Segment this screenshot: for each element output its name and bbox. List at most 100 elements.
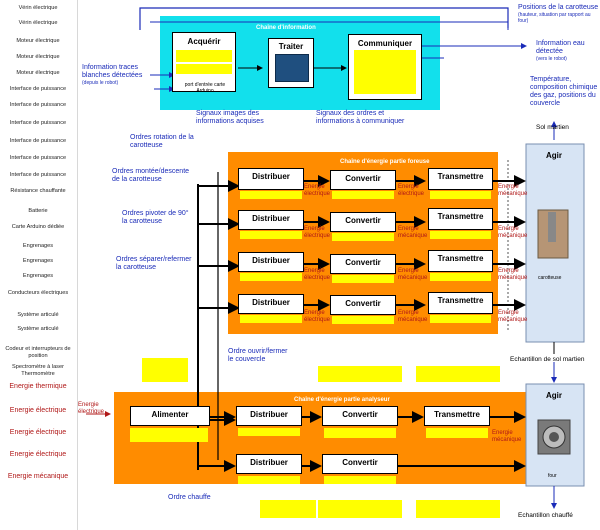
sol-martien-label: Sol martien [536,124,569,131]
distribuer-yellow-1 [240,191,302,199]
sidebar-item: Résistance chauffante [10,188,66,194]
sidebar-item: Interface de puissance [9,102,67,108]
convertir-an-2: Convertir [322,454,398,474]
transmettre-yellow-4 [430,315,491,323]
convertir-label: Convertir [345,299,381,308]
info-eau-label: Information eau détectée (vers le robot) [536,40,598,62]
yellow-note-bottom-2 [318,500,402,518]
acquerir-yellow [176,50,232,62]
info-eau-text: Information eau détectée [536,40,585,55]
sidebar-item: Vérin électrique [18,20,58,26]
energie-mecanique-3: Energie mécanique [498,226,528,239]
acquerir-label: Acquérir [187,37,221,46]
distribuer-box-4: Distribuer [238,294,304,314]
distribuer-box-1: Distribuer [238,168,304,190]
distribuer-box-2: Distribuer [238,210,304,230]
energie-mecanique-1: Energie mécanique [498,184,528,197]
distribuer-label: Distribuer [250,410,288,419]
echantillon-sol-label: Echantillon de sol martien [510,356,585,363]
distribuer-an-2: Distribuer [236,454,302,474]
sidebar-item: Interface de puissance [9,155,67,161]
sidebar-energy-item: Energie électrique [9,451,67,458]
sidebar-item: Interface de puissance [9,120,67,126]
yellow-note-mid [318,366,402,382]
input-info-sub: (depuis le robot) [82,80,119,86]
sidebar-item: Vérin électrique [18,5,58,11]
distribuer-label: Distribuer [252,214,290,223]
four-label: four [548,473,557,479]
transmettre-box-1: Transmettre [428,168,493,190]
signal-images-label: Signaux images des informations acquises [196,110,264,125]
yellow-note-left [142,358,188,382]
transmettre-box-3: Transmettre [428,250,493,272]
sidebar-item: Conducteurs électriques [7,290,69,296]
convertir-box-4: Convertir [330,295,396,315]
alimenter-box: Alimenter [130,406,210,426]
sidebar-energy-item: Energie mécanique [7,473,69,480]
distribuer-label: Distribuer [252,298,290,307]
energie-electrique-3: Energie électrique [304,226,331,239]
traiter-label: Traiter [278,42,304,51]
positions-text: Positions de la carotteuse [518,4,599,11]
convertir-box-3: Convertir [330,254,396,274]
temperature-label: Température, composition chimique des ga… [530,76,598,107]
distribuer-label: Distribuer [252,172,290,181]
sidebar-item: Moteur électrique [16,38,60,44]
sidebar-energy-item: Energie électrique [9,429,67,436]
agir-label-2: Agir [546,391,562,400]
convertir-box-2: Convertir [330,212,396,232]
ordre-couvercle-label: Ordre ouvrir/fermer le couvercle [228,348,288,363]
sidebar-energy-item: Energie électrique [9,407,67,414]
yellow-note-bottom-1 [260,500,316,518]
acquerir-yellow-2 [176,64,232,74]
sidebar-item: Codeur et interrupteurs de position [5,346,71,359]
convertir-label: Convertir [342,458,378,467]
sidebar-energy-item: Energie thermique [9,383,67,390]
positions-sub: (hauteur, situation par rapport au four) [518,12,591,24]
energie-mecanique-6: Energie mécanique [398,310,428,323]
sidebar-item: Spectromètre à laser Thermomètre [12,364,64,377]
convertir-yellow-4 [332,316,394,324]
sidebar-item: Système articulé [17,312,59,318]
arduino-image [275,54,309,82]
convertir-yellow-2 [332,233,394,241]
convertir-label: Convertir [342,410,378,419]
order-rotation: Ordres rotation de la carotteuse [130,134,194,149]
sidebar-item: Engrenages [22,273,54,279]
info-eau-sub: (vers le robot) [536,56,567,62]
energie-mecanique-2: Energie mécanique [398,226,428,239]
agir-foreuse-column [525,143,585,343]
transmettre-yellow-1 [430,191,491,199]
alimenter-yellow [130,428,208,442]
transmettre-label: Transmettre [437,254,484,263]
transmettre-yellow-3 [430,273,491,281]
port-label: port d'entrée carte Arduino [184,82,226,94]
input-info-label: Information traces blanches détectées (d… [82,64,144,86]
distribuer-an-yellow-2 [238,476,300,484]
acquerir-box: Acquérir [172,32,236,92]
energie-mecanique-an: Energie mécanique [492,430,522,443]
distribuer-yellow-2 [240,231,302,239]
distribuer-an-1: Distribuer [236,406,302,426]
transmettre-box-4: Transmettre [428,292,493,314]
sidebar-item: Engrenages [22,258,54,264]
order-separer: Ordres séparer/refermer la carotteuse [116,256,192,271]
transmettre-label: Transmettre [437,172,484,181]
energie-mecanique-7: Energie mécanique [498,310,528,323]
distribuer-an-yellow-1 [238,428,300,436]
convertir-an-1: Convertir [322,406,398,426]
sidebar-item: Interface de puissance [9,138,67,144]
convertir-an-yellow-2 [324,476,396,484]
energie-electrique-5: Energie électrique [304,310,331,323]
sidebar-item: Carte Arduino dédiée [11,224,65,230]
order-montee: Ordres montée/descente de la carotteuse [112,168,190,183]
transmettre-an: Transmettre [424,406,490,426]
convertir-label: Convertir [345,174,381,183]
agir-label-1: Agir [546,151,562,160]
info-chain-title: Chaîne d'information [256,25,316,31]
transmettre-yellow-2 [430,231,491,239]
sidebar-item: Moteur électrique [16,70,60,76]
convertir-label: Convertir [345,258,381,267]
sidebar-item: Interface de puissance [9,86,67,92]
